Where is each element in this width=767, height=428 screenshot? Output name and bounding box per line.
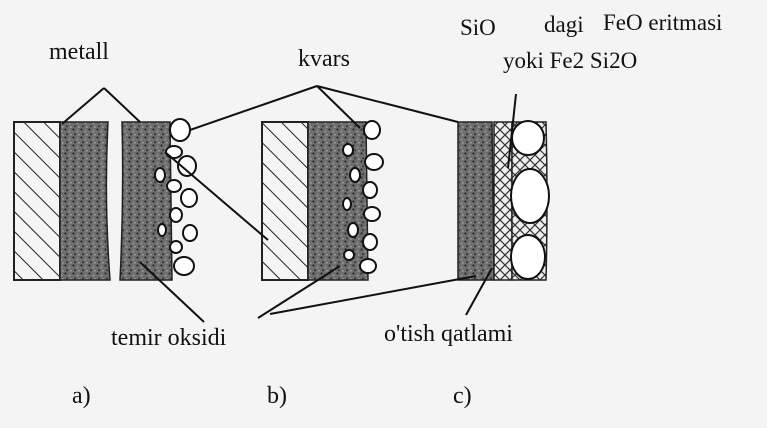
panel-a-drawing <box>14 119 197 280</box>
metal-label: metall <box>49 40 109 64</box>
dagi-label: dagi <box>544 13 584 36</box>
panel-a-oxide-layer-1 <box>60 122 110 280</box>
fayalite-label: yoki Fe2 Si2O <box>503 49 637 72</box>
panel-a-label: a) <box>72 384 91 408</box>
feo-melt-label: FeO eritmasi <box>603 11 722 34</box>
panel-c-quartz-grains <box>511 121 549 279</box>
sio-label: SiO <box>460 16 496 39</box>
panel-b-label: b) <box>267 384 287 408</box>
panel-c-label: c) <box>453 384 472 408</box>
panel-b-oxide-layer <box>308 122 368 280</box>
panel-a-metal <box>14 122 60 280</box>
panel-c-drawing <box>458 121 549 280</box>
panel-b-metal <box>262 122 308 280</box>
panel-c-transition-layer <box>494 122 512 280</box>
panel-c-oxide-layer <box>458 122 494 280</box>
panel-a-oxide-layer-2 <box>120 122 172 280</box>
iron-oxide-label: temir oksidi <box>111 326 226 350</box>
quartz-label: kvars <box>298 47 350 71</box>
panel-b-drawing <box>262 121 383 280</box>
transition-layer-label: o'tish qatlami <box>384 322 513 346</box>
